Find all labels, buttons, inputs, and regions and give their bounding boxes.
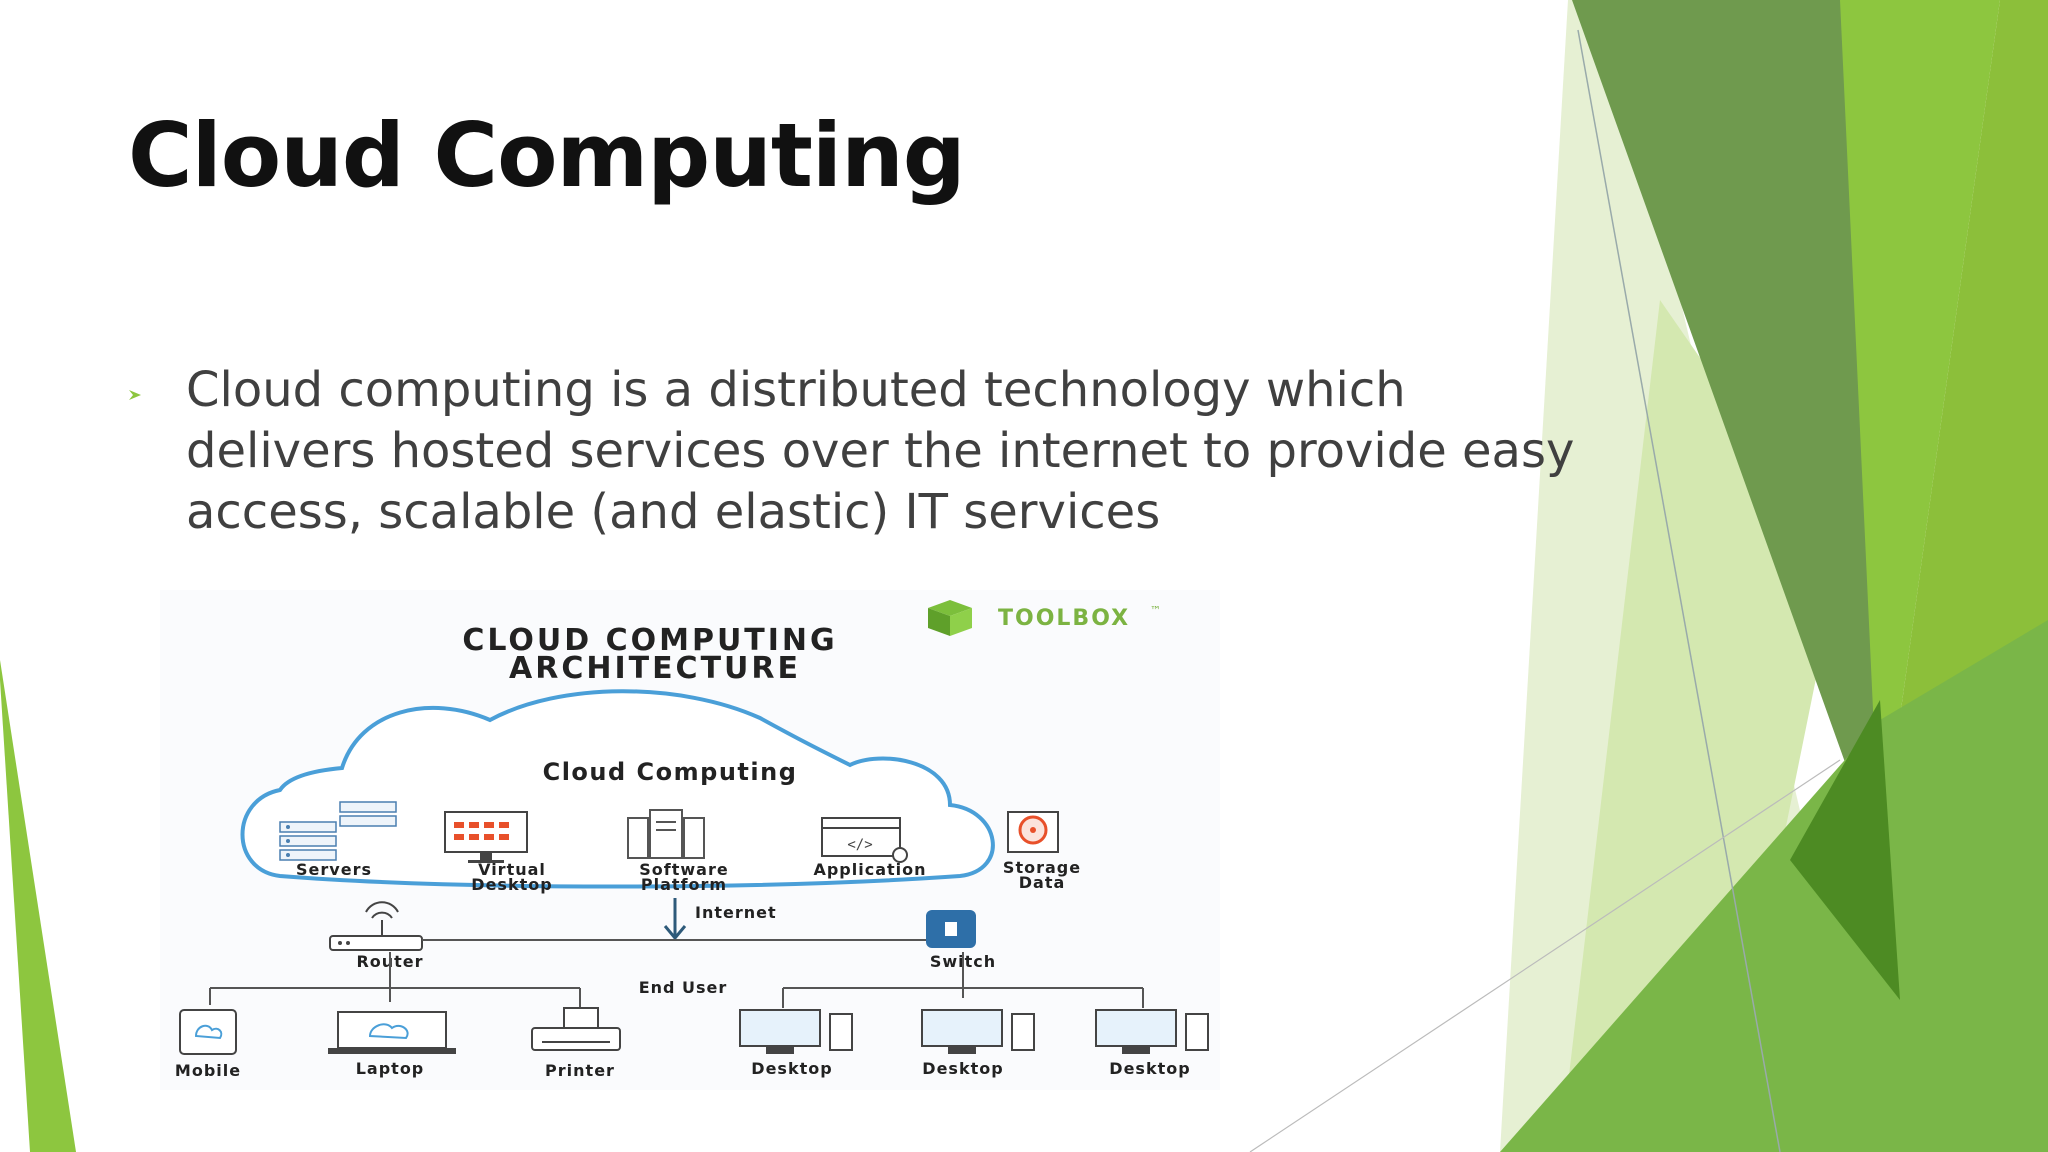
bullet-arrow-icon xyxy=(129,390,141,400)
svg-text:</>: </> xyxy=(847,837,872,853)
laptop-icon xyxy=(328,1011,456,1054)
server-rack-icon xyxy=(279,801,397,861)
printer-icon xyxy=(531,1007,621,1051)
desktop-icon-3 xyxy=(1095,1009,1209,1054)
bullet-text: Cloud computing is a distributed technol… xyxy=(186,362,1575,540)
cloud-architecture-diagram: TOOLBOX ™ CLOUD COMPUTING ARCHITECTURE C… xyxy=(160,590,1220,1090)
platform-icon xyxy=(627,809,705,859)
cloud-shape xyxy=(240,689,995,889)
internet-label: Internet xyxy=(695,903,777,922)
device-label-desktop-3: Desktop xyxy=(1109,1059,1190,1078)
toolbox-logo-text: TOOLBOX xyxy=(998,606,1130,631)
diagram-title-line2: ARCHITECTURE xyxy=(509,651,801,686)
device-label-printer: Printer xyxy=(545,1061,615,1080)
device-label-desktop-1: Desktop xyxy=(751,1059,832,1078)
device-label-mobile: Mobile xyxy=(175,1061,241,1080)
router-icon xyxy=(329,901,423,951)
deco-shape-bottom xyxy=(1500,620,2048,1152)
service-label-0: Servers xyxy=(296,860,372,879)
slide-title: Cloud Computing xyxy=(128,104,966,207)
toolbox-cube-icon xyxy=(928,600,972,636)
deco-line-1 xyxy=(1577,29,1781,1152)
deco-shape-dark xyxy=(1572,0,1880,860)
mobile-icon xyxy=(179,1009,237,1055)
toolbox-tm: ™ xyxy=(1150,604,1161,617)
code-window-icon: </> xyxy=(821,817,908,863)
service-label-4a: Storage xyxy=(1003,858,1081,877)
deco-shape-bottom-dark xyxy=(1790,700,1900,1000)
deco-shape-left xyxy=(0,660,76,1152)
cloud-label: Cloud Computing xyxy=(543,758,798,786)
device-label-laptop: Laptop xyxy=(356,1059,425,1078)
service-label-2a: Software xyxy=(639,860,728,879)
service-label-4b: Data xyxy=(1019,873,1066,892)
device-label-desktop-2: Desktop xyxy=(922,1059,1003,1078)
service-label-3: Application xyxy=(813,860,926,879)
desktop-icon-2 xyxy=(921,1009,1035,1054)
deco-shape-mid xyxy=(1840,0,2000,860)
toolbox-logo: TOOLBOX ™ xyxy=(928,600,1161,636)
diagram-title-line1: CLOUD COMPUTING xyxy=(462,623,837,658)
service-label-1a: Virtual xyxy=(478,860,546,879)
desktop-icon-1 xyxy=(739,1009,853,1054)
service-label-1b: Desktop xyxy=(471,875,552,894)
deco-line-2 xyxy=(1249,759,1841,1152)
hard-drive-icon xyxy=(1007,811,1059,853)
monitor-icon xyxy=(444,811,528,863)
end-user-label: End User xyxy=(639,978,728,997)
service-label-2b: Platform xyxy=(641,875,727,894)
